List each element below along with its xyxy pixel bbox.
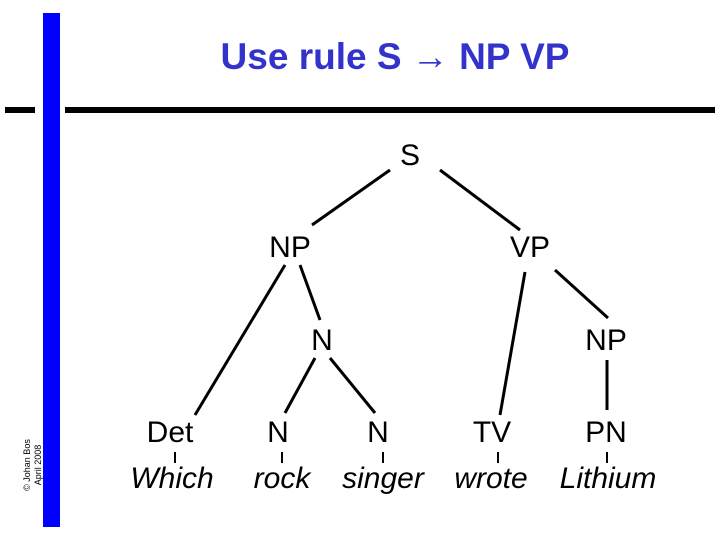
slide-title: Use rule S → NP VP (220, 36, 570, 77)
edge-vp-np (553, 268, 610, 320)
edge-vp-tv (498, 271, 527, 416)
edge-n-n2 (328, 357, 377, 414)
title-divider (65, 107, 715, 113)
word-wrote: wrote (454, 462, 527, 495)
word-singer: singer (342, 462, 425, 495)
leaf-det: Det (147, 416, 194, 449)
edge-np-n (298, 264, 322, 321)
node-np: NP (269, 231, 311, 264)
node-vp: VP (510, 231, 550, 264)
node-s: S (400, 139, 420, 172)
leaf-tv: TV (473, 416, 511, 449)
word-lithium: Lithium (560, 462, 657, 495)
word-rock: rock (254, 462, 313, 495)
leaf-n1: N (267, 416, 289, 449)
word-which: Which (130, 462, 213, 495)
sidebar-accent-bar (43, 13, 60, 527)
leaf-n2: N (367, 416, 389, 449)
title-divider-left (5, 107, 35, 113)
leaf-pn: PN (585, 416, 627, 449)
edge-np-det (193, 264, 287, 416)
edge-s-np (311, 168, 391, 227)
node-n: N (311, 324, 333, 357)
node-vp-np: NP (585, 324, 627, 357)
edge-n-n1 (283, 357, 317, 414)
edge-s-vp (439, 168, 521, 232)
